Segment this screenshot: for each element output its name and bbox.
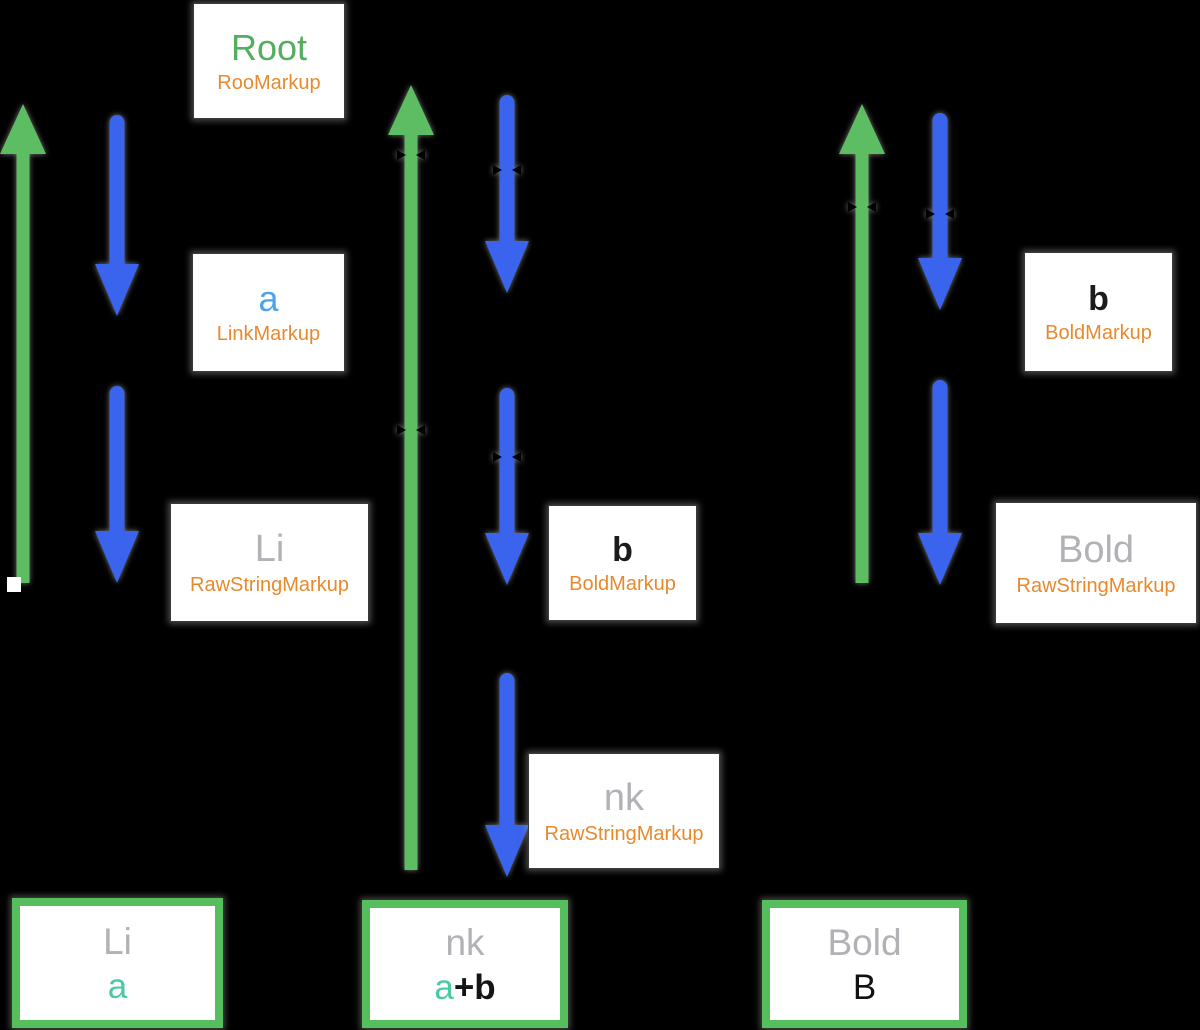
arrowhead-icon (485, 825, 529, 877)
result-value: a+b (434, 970, 495, 1005)
node-title: Li (254, 528, 285, 570)
node-subtitle: BoldMarkup (569, 572, 676, 595)
result-value-part: B (852, 967, 877, 1007)
result-box-bold: Bold B (762, 900, 967, 1028)
node-subtitle: RawStringMarkup (190, 574, 349, 596)
up-arrow-icon (0, 104, 46, 583)
arrow-notch (945, 209, 954, 219)
arrow-notch (926, 209, 935, 219)
down-arrow-icon (95, 386, 139, 583)
node-title: a (258, 278, 279, 319)
arrow-shaft (404, 127, 418, 870)
arrowhead-icon (485, 533, 529, 585)
arrowhead-icon (485, 241, 529, 293)
node-title: nk (603, 776, 645, 819)
node-subtitle: BoldMarkup (1045, 321, 1152, 344)
arrowhead-icon (0, 104, 46, 154)
arrow-shaft (499, 673, 515, 833)
node-subtitle: RawStringMarkup (544, 822, 704, 845)
arrow-notch (397, 425, 406, 435)
down-arrow-icon (485, 673, 529, 877)
node-box-bold-middle: b BoldMarkup (548, 505, 697, 621)
arrowhead-icon (95, 531, 139, 583)
arrow-notch (493, 165, 502, 175)
arrow-shaft (499, 388, 515, 541)
arrow-notch (493, 452, 502, 462)
node-subtitle: RawStringMarkup (1016, 574, 1176, 597)
arrowhead-icon (918, 258, 962, 310)
arrow-notch (416, 150, 425, 160)
arrowhead-icon (388, 85, 434, 135)
node-box-li-rawstring: Li RawStringMarkup (170, 503, 369, 622)
down-arrow-icon (485, 95, 529, 293)
arrowhead-icon (839, 104, 885, 154)
arrow-shaft (855, 146, 869, 583)
result-value-part: +b (453, 967, 496, 1007)
arrow-shaft (932, 113, 948, 266)
arrow-notch (397, 150, 406, 160)
result-box-nk: nk a+b (362, 900, 568, 1028)
arrow-shaft (109, 386, 125, 539)
node-box-root: Root RooMarkup (193, 3, 345, 119)
artifact-square (7, 577, 21, 592)
down-arrow-icon (918, 113, 962, 310)
node-title: Bold (1057, 528, 1135, 571)
node-box-bold-rawstring: Bold RawStringMarkup (995, 502, 1197, 624)
arrow-shaft (109, 115, 125, 272)
node-box-bold-right: b BoldMarkup (1024, 252, 1173, 372)
arrow-shaft (499, 95, 515, 249)
result-title: nk (445, 921, 485, 963)
result-value: a (108, 969, 127, 1004)
result-value-part: a (434, 967, 454, 1007)
node-subtitle: RooMarkup (217, 71, 321, 94)
result-box-li: Li a (12, 898, 223, 1028)
up-arrow-icon (388, 85, 434, 870)
arrow-notch (848, 202, 857, 212)
arrow-shaft (932, 380, 948, 541)
node-title: b (1088, 279, 1109, 318)
node-subtitle: LinkMarkup (216, 323, 321, 345)
node-title: Root (230, 26, 308, 68)
result-title: Li (103, 920, 132, 962)
down-arrow-icon (918, 380, 962, 585)
up-arrow-icon (839, 104, 885, 583)
arrow-notch (416, 425, 425, 435)
arrow-notch (512, 452, 521, 462)
node-title: b (612, 530, 633, 569)
node-box-nk-rawstring: nk RawStringMarkup (528, 753, 720, 869)
arrow-notch (512, 165, 521, 175)
down-arrow-icon (95, 115, 139, 316)
arrow-notch (867, 202, 876, 212)
result-value-part: a (107, 966, 128, 1006)
down-arrow-icon (485, 388, 529, 585)
result-title: Bold (827, 921, 902, 963)
arrowhead-icon (918, 533, 962, 585)
arrow-shaft (16, 146, 30, 583)
node-box-link: a LinkMarkup (192, 253, 345, 372)
result-value: B (853, 970, 876, 1005)
arrowhead-icon (95, 264, 139, 316)
